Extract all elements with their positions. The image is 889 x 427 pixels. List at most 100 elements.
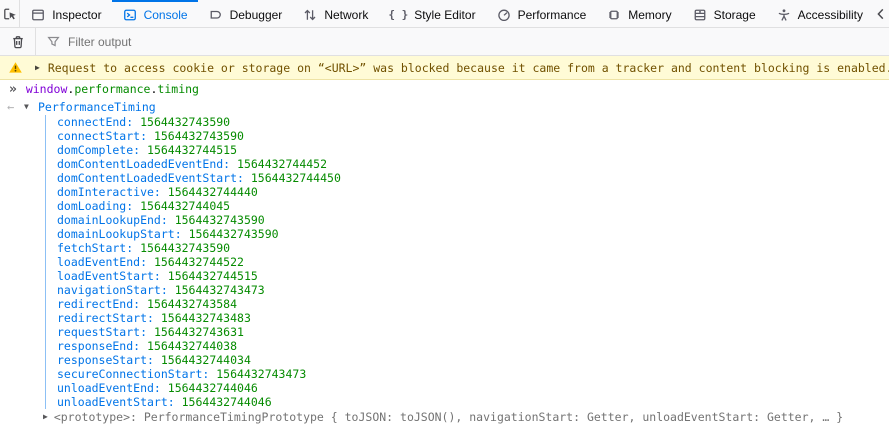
memory-icon	[606, 7, 622, 23]
object-property-row: domainLookupEnd: 1564432743590	[57, 213, 889, 227]
object-header-row: ← ▼ PerformanceTiming	[0, 98, 889, 115]
tab-label: Network	[324, 7, 369, 22]
warning-message-text: Request to access cookie or storage on “…	[47, 60, 889, 75]
tab-label: Accessibility	[797, 7, 863, 22]
property-value: 1564432744034	[160, 353, 251, 367]
object-class-name[interactable]: PerformanceTiming	[38, 99, 156, 114]
node-picker-icon	[2, 6, 18, 22]
tab-label: Inspector	[52, 7, 102, 22]
property-value: 1564432744522	[153, 255, 244, 269]
object-property-row: secureConnectionStart: 1564432743473	[57, 367, 889, 381]
prototype-preview: PerformanceTimingPrototype { toJSON: toJ…	[143, 409, 844, 424]
property-value: 1564432744450	[250, 171, 341, 185]
expand-arrow-icon[interactable]: ▶	[35, 63, 40, 72]
tab-memory[interactable]: Memory	[596, 0, 681, 27]
clear-console-button[interactable]	[0, 28, 36, 55]
property-name: unloadEventStart:	[57, 395, 182, 409]
collapse-arrow-icon[interactable]: ▼	[24, 102, 29, 111]
property-name: connectStart:	[57, 129, 154, 143]
object-property-row: responseEnd: 1564432744038	[57, 339, 889, 353]
property-value: 1564432743473	[174, 283, 265, 297]
property-value: 1564432743584	[147, 297, 238, 311]
property-name: connectEnd:	[57, 115, 141, 129]
object-property-row: navigationStart: 1564432743473	[57, 283, 889, 297]
property-name: loadEventEnd:	[57, 255, 154, 269]
tab-style-editor[interactable]: { } Style Editor	[378, 0, 485, 27]
tabs-overflow-button[interactable]	[873, 0, 889, 27]
property-name: requestStart:	[57, 325, 154, 339]
response-arrow-icon: ←	[7, 99, 15, 114]
tab-debugger[interactable]: Debugger	[198, 0, 293, 27]
style-editor-icon: { }	[388, 8, 409, 21]
property-name: domContentLoadedEventEnd:	[57, 157, 238, 171]
property-value: 1564432744046	[181, 395, 272, 409]
object-property-row: connectEnd: 1564432743590	[57, 115, 889, 129]
input-prompt-icon: »	[9, 81, 17, 97]
object-property-row: responseStart: 1564432744034	[57, 353, 889, 367]
object-property-row: domComplete: 1564432744515	[57, 143, 889, 157]
console-filter-bar	[0, 28, 889, 56]
object-property-row: domLoading: 1564432744045	[57, 199, 889, 213]
command-token: .	[67, 82, 75, 96]
node-picker-button[interactable]	[0, 0, 21, 27]
tab-console[interactable]: Console	[111, 0, 198, 27]
debugger-icon	[208, 7, 224, 23]
tab-storage[interactable]: Storage	[682, 0, 766, 27]
console-input-message: » window.performance.timing	[0, 80, 889, 98]
property-value: 1564432743590	[153, 129, 244, 143]
property-value: 1564432744045	[140, 199, 231, 213]
console-icon	[122, 7, 138, 23]
command-token: performance	[74, 82, 151, 96]
trash-icon	[10, 34, 26, 50]
warning-icon	[8, 60, 23, 75]
property-value: 1564432744515	[147, 143, 238, 157]
warning-message-row[interactable]: ▶ Request to access cookie or storage on…	[0, 56, 889, 80]
tab-inspector[interactable]: Inspector	[20, 0, 111, 27]
tab-label: Style Editor	[414, 7, 476, 22]
object-property-row: loadEventEnd: 1564432744522	[57, 255, 889, 269]
console-result-message: ← ▼ PerformanceTiming connectEnd: 156443…	[0, 98, 889, 424]
property-value: 1564432744440	[167, 185, 258, 199]
object-property-row: domContentLoadedEventStart: 156443274445…	[57, 171, 889, 185]
tab-performance[interactable]: Performance	[486, 0, 597, 27]
network-icon	[302, 7, 318, 23]
property-name: loadEventStart:	[57, 269, 168, 283]
object-property-row: fetchStart: 1564432743590	[57, 241, 889, 255]
property-value: 1564432743631	[153, 325, 244, 339]
property-name: responseStart:	[57, 353, 161, 367]
property-name: fetchStart:	[57, 241, 141, 255]
chevron-left-icon	[873, 6, 889, 22]
property-name: redirectStart:	[57, 311, 161, 325]
expand-arrow-icon[interactable]: ▶	[43, 412, 48, 421]
property-value: 1564432743590	[140, 241, 231, 255]
filter-output-input[interactable]	[68, 34, 889, 49]
devtools-tab-bar: Inspector Console Debugger	[0, 0, 889, 28]
property-value: 1564432743483	[160, 311, 251, 325]
performance-icon	[496, 7, 512, 23]
property-name: domainLookupEnd:	[57, 213, 175, 227]
property-name: domContentLoadedEventStart:	[57, 171, 251, 185]
property-value: 1564432744038	[147, 339, 238, 353]
object-property-row: domInteractive: 1564432744440	[57, 185, 889, 199]
tab-label: Storage	[713, 7, 756, 22]
property-name: unloadEventEnd:	[57, 381, 168, 395]
tab-label: Debugger	[229, 7, 283, 22]
property-name: domComplete:	[57, 143, 148, 157]
object-property-row: connectStart: 1564432743590	[57, 129, 889, 143]
property-name: redirectEnd:	[57, 297, 148, 311]
object-property-row: unloadEventEnd: 1564432744046	[57, 381, 889, 395]
inspector-icon	[30, 7, 46, 23]
tab-accessibility[interactable]: Accessibility	[766, 0, 873, 27]
object-property-row: unloadEventStart: 1564432744046	[57, 395, 889, 409]
property-name: responseEnd:	[57, 339, 148, 353]
property-value: 1564432744452	[237, 157, 328, 171]
property-name: navigationStart:	[57, 283, 175, 297]
storage-icon	[692, 7, 708, 23]
command-token: timing	[157, 82, 199, 96]
tab-label: Memory	[628, 7, 672, 22]
property-value: 1564432744515	[167, 269, 258, 283]
prototype-row[interactable]: ▶ <prototype>: PerformanceTimingPrototyp…	[0, 409, 889, 424]
tab-network[interactable]: Network	[292, 0, 378, 27]
object-property-row: requestStart: 1564432743631	[57, 325, 889, 339]
